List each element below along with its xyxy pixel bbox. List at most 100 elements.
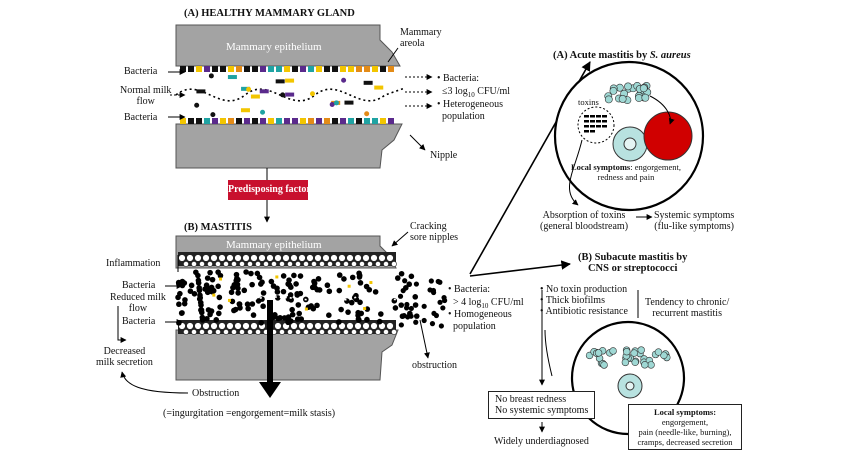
healthy-output-line2: ≤3 log10 CFU/ml [442,86,511,99]
bacterium [196,66,202,72]
bacterium [244,301,251,308]
coccus [631,358,639,366]
inflammatory-cell [367,261,373,267]
coccus [637,346,645,354]
bacterium [438,323,444,329]
areola-pointer [387,47,399,63]
sub-cell-nucleus [625,381,635,391]
toxin [584,120,589,123]
bacterium [344,100,354,105]
bacterium [235,290,241,296]
bacterium [369,281,373,285]
inflammatory-cell [191,261,197,267]
inflammatory-cell [234,254,242,262]
mastitis-output-line2: > 4 log10 CFU/ml [453,297,524,310]
toxin-zone [577,106,615,144]
obstruction-right-label: obstruction [412,360,457,371]
inflammatory-cell [391,261,397,267]
bacterium [324,282,331,289]
bacterium [355,316,362,322]
decreased-secretion-label: Decreased milk secretion [96,346,153,368]
bacterium [208,308,215,314]
bacterium [347,284,351,288]
bacterium [333,100,339,106]
bacterium [437,299,443,305]
bacterium [358,310,365,317]
inflammatory-cell [255,329,261,335]
bacterium [198,302,204,308]
reduced-flow-label: Reduced milk flow [110,292,166,314]
healthy-duct-lower-wall [175,123,403,169]
bacterium [259,279,265,285]
bacterium [363,307,367,311]
inflammatory-cell [351,329,357,335]
inflammatory-cell [250,322,258,330]
inflammatory-cell [242,254,250,262]
mastitis-bacteria-bottom-label: Bacteria [122,316,156,327]
inflammatory-cell [247,329,253,335]
bacterium [363,80,373,85]
bacterium [332,66,338,72]
inflammatory-cell [231,329,237,335]
inflammatory-cell [202,254,210,262]
bacterium [364,316,370,323]
bacterium [284,66,290,72]
coccus [624,82,632,91]
coccus [609,347,617,355]
bacterium [413,319,419,325]
mammary-areola-label: Mammary areola [400,27,442,49]
bacterium [372,289,379,295]
inflammatory-cell [263,261,269,267]
inflammatory-cell [247,261,253,267]
bacterium [428,278,434,284]
bacterium [243,269,249,275]
bacterium [372,118,378,124]
bacterium [430,287,437,294]
bacterium [421,303,427,309]
tendency-label: Tendency to chronic/ recurrent mastitis [645,297,730,319]
bacterium [400,288,406,294]
coccus [618,95,627,103]
bacterium [275,275,279,279]
toxin [590,130,595,133]
bacterium [364,66,370,72]
inflammatory-cell [226,322,234,330]
inflammatory-cell [338,254,346,262]
bacterium [293,281,299,287]
bacterium [180,66,186,72]
bacterium [212,293,216,297]
toxin [602,115,607,118]
bacterium [442,297,448,304]
bacterium [408,273,415,280]
mastitis-output-line3: • Homogeneous [448,309,512,320]
cell-nucleus [623,137,637,151]
bacterium [356,274,363,280]
bacterium [268,66,274,72]
bacterium [310,305,317,312]
toxin [590,120,595,123]
bacterium [231,282,238,288]
toxin [596,125,601,128]
bacterium [349,274,356,281]
bacterium [348,66,354,72]
bacterium [329,101,335,107]
bacterium [298,316,305,322]
mastitis-title: (B) MASTITIS [184,222,252,233]
bacterium [292,118,298,124]
inflammatory-cell [199,261,205,267]
bacterium [194,102,200,108]
bacterium [296,310,303,317]
bacterium [285,317,292,324]
bacterium [326,312,332,319]
bacterium [207,269,213,276]
bacterium [212,66,218,72]
inflammatory-cell [354,254,362,262]
bacterium [295,302,302,308]
underdiagnosed-label: Widely underdiagnosed [494,436,589,447]
bacterium [292,66,298,72]
inflammatory-cell [218,322,226,330]
healthy-bacteria-bottom-label: Bacteria [124,112,158,123]
bacterium [336,287,343,294]
bacterium [364,118,370,124]
bacterium [270,283,277,289]
